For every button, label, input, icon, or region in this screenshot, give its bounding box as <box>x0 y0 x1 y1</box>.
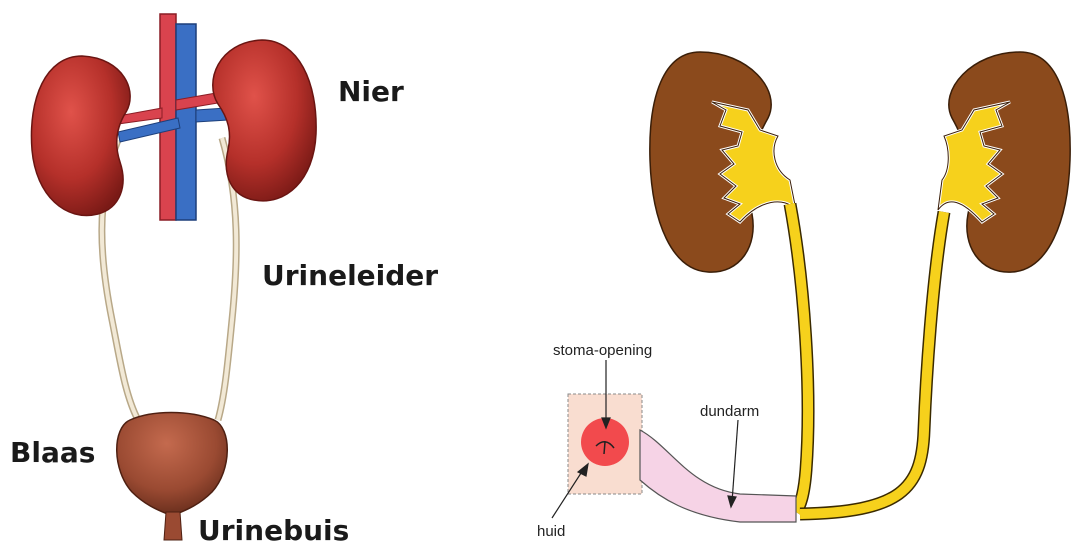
label-ureter: Urineleider <box>262 259 438 292</box>
right-kidney <box>213 40 316 201</box>
bladder <box>117 413 228 517</box>
intestine-conduit <box>640 430 796 522</box>
left-kidney <box>31 56 130 215</box>
label-urethra: Urinebuis <box>198 514 349 543</box>
label-bladder: Blaas <box>10 436 95 469</box>
label-stoma: stoma-opening <box>553 342 652 359</box>
left-anatomy-diagram: Nier Urineleider Blaas Urinebuis <box>10 14 438 543</box>
label-skin: huid <box>537 523 565 540</box>
label-intestine: dundarm <box>700 403 759 420</box>
label-kidney: Nier <box>338 75 404 108</box>
urethra <box>164 512 182 540</box>
right-stoma-diagram: stoma-opening dundarm huid <box>537 52 1070 540</box>
